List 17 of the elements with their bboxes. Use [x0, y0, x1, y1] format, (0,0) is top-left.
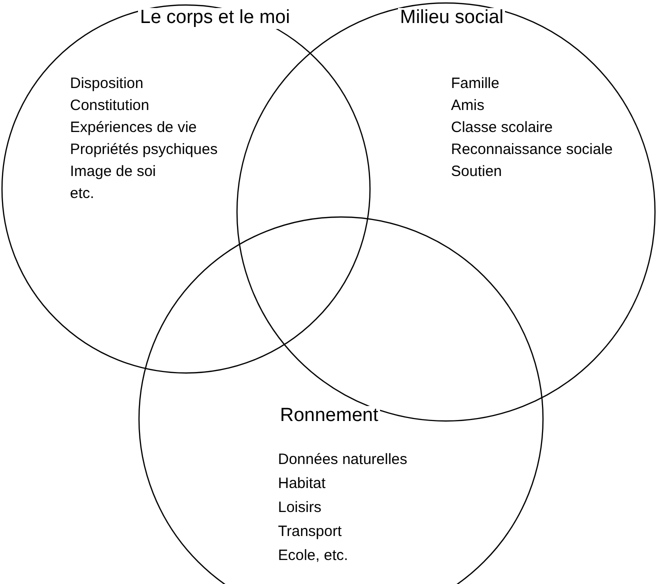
list-item: Propriétés psychiques [70, 142, 218, 158]
list-item: Disposition [70, 76, 144, 92]
list-item: Reconnaissance sociale [451, 142, 613, 158]
list-item: Image de soi [70, 164, 156, 180]
list-item: Données naturelles [278, 452, 408, 468]
list-item: Famille [451, 76, 500, 92]
list-item: Loisirs [278, 500, 322, 516]
list-item: Soutien [451, 164, 502, 180]
list-item: Ecole, etc. [278, 548, 348, 564]
list-item: Constitution [70, 98, 150, 114]
list-item: Amis [451, 98, 484, 114]
circle-title: Le corps et le moi [138, 8, 292, 29]
list-item: Habitat [278, 476, 326, 492]
list-item: etc. [70, 186, 94, 202]
list-item: Expériences de vie [70, 120, 197, 136]
list-item: Classe scolaire [451, 120, 553, 136]
list-item: Transport [278, 524, 342, 540]
